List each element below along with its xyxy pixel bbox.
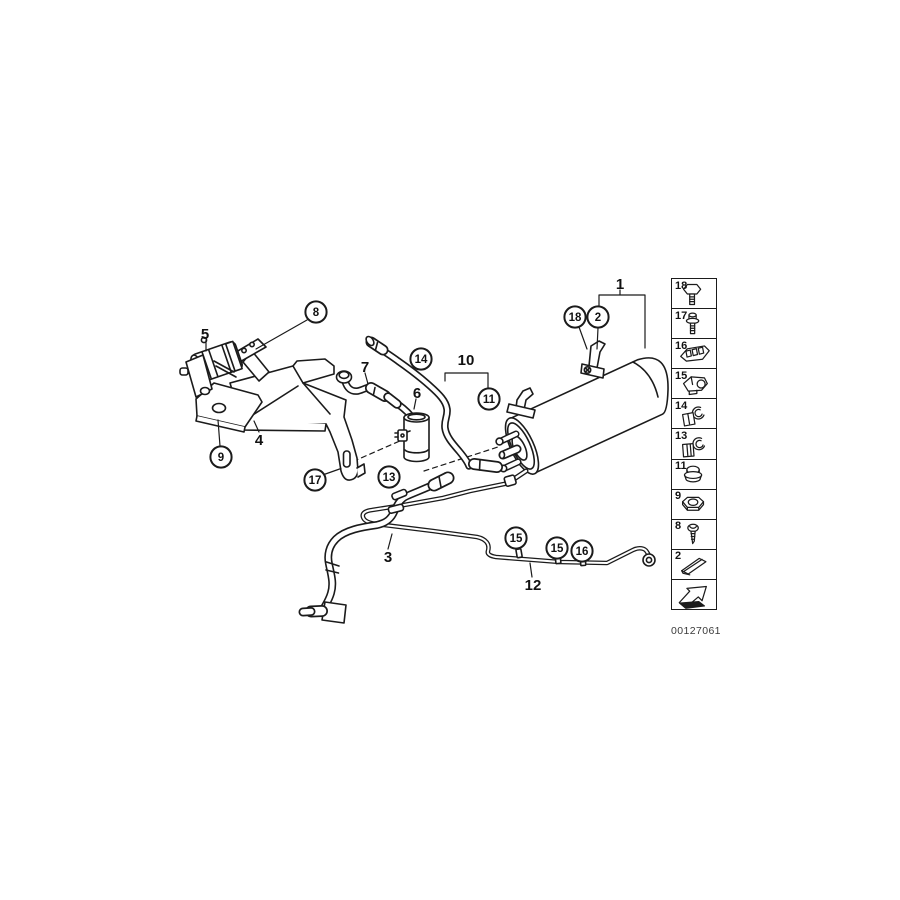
legend-item-11[interactable]: 11 xyxy=(671,458,717,490)
document-number: 00127061 xyxy=(671,625,721,637)
legend-item-number: 8 xyxy=(675,520,682,533)
callout-number: 14 xyxy=(415,354,428,366)
callout-circle[interactable] xyxy=(209,445,233,469)
legend-item-number: 11 xyxy=(675,460,687,473)
legend-item-number: 13 xyxy=(675,429,688,442)
cover-cap-icon xyxy=(675,552,713,579)
legend-item-number: 18 xyxy=(675,279,688,292)
tapping-screw-icon xyxy=(675,522,713,549)
callout-circle[interactable] xyxy=(563,305,587,329)
callout-number: 2 xyxy=(595,312,601,324)
legend-item-number: 14 xyxy=(675,399,688,412)
fuel-filter xyxy=(495,340,669,475)
legend-item-number: 9 xyxy=(675,490,682,503)
canister-6 xyxy=(383,392,430,463)
legend-item-15[interactable]: 15 xyxy=(671,368,717,400)
leader-lines xyxy=(205,289,646,578)
legend-direction-arrow[interactable] xyxy=(671,578,717,611)
legend-item-13[interactable]: 13 xyxy=(671,428,717,460)
callout-number: 17 xyxy=(309,475,322,487)
legend-item-number: 17 xyxy=(675,309,688,322)
callout-8[interactable]: 8 xyxy=(304,300,328,324)
legend-item-number: 15 xyxy=(675,369,688,382)
grommet-plug-icon xyxy=(675,462,713,489)
vent-hose-14 xyxy=(365,335,503,473)
parts-legend: 18 17 16 15 14 13 11 9 8 2 xyxy=(671,278,717,611)
callout-number: 11 xyxy=(483,394,496,406)
fuel-pipe-12 xyxy=(360,468,656,567)
legend-item-2[interactable]: 2 xyxy=(671,548,717,581)
legend-item-number: 16 xyxy=(675,339,688,352)
direction-arrow-icon xyxy=(675,582,713,610)
callout-circle[interactable] xyxy=(504,526,528,550)
legend-item-9[interactable]: 9 xyxy=(671,488,717,521)
callout-circle[interactable] xyxy=(377,465,401,489)
callout-circle[interactable] xyxy=(409,347,433,371)
part-label-1[interactable]: 1 xyxy=(616,276,624,293)
legend-item-18[interactable]: 18 xyxy=(671,278,717,310)
callout-11[interactable]: 11 xyxy=(477,387,501,411)
flange-screw-icon xyxy=(675,311,713,338)
hose-clip-icon xyxy=(675,402,713,429)
callout-15[interactable]: 15 xyxy=(504,526,528,550)
callout-14[interactable]: 14 xyxy=(409,347,433,371)
callout-15[interactable]: 15 xyxy=(545,536,569,560)
line-clamp-icon xyxy=(675,371,713,398)
part-label-7[interactable]: 7 xyxy=(361,359,369,376)
callout-13[interactable]: 13 xyxy=(377,465,401,489)
part-label-10[interactable]: 10 xyxy=(458,352,475,369)
hex-nut-icon xyxy=(675,492,713,519)
vent-hose-7 xyxy=(335,370,391,402)
part-label-6[interactable]: 6 xyxy=(413,385,421,402)
legend-item-number: 2 xyxy=(675,550,682,563)
callout-17[interactable]: 17 xyxy=(303,468,327,492)
hose-clip-alt-icon xyxy=(675,432,713,459)
callout-circle[interactable] xyxy=(304,300,328,324)
legend-item-16[interactable]: 16 xyxy=(671,338,717,370)
callout-circle[interactable] xyxy=(303,468,327,492)
callout-18[interactable]: 18 xyxy=(563,305,587,329)
part-label-3[interactable]: 3 xyxy=(384,549,392,566)
callout-number: 16 xyxy=(576,546,589,558)
line-clip-multi-icon xyxy=(675,341,713,368)
part-label-4[interactable]: 4 xyxy=(255,432,264,449)
callout-number: 15 xyxy=(510,533,523,545)
callout-circle[interactable] xyxy=(545,536,569,560)
legend-item-8[interactable]: 8 xyxy=(671,518,717,551)
part-label-12[interactable]: 12 xyxy=(525,577,542,594)
legend-item-17[interactable]: 17 xyxy=(671,308,717,340)
callout-number: 8 xyxy=(313,307,320,319)
callout-number: 18 xyxy=(569,312,582,324)
callout-circle[interactable] xyxy=(570,539,594,563)
fuel-hose-3 xyxy=(298,471,455,624)
callout-9[interactable]: 9 xyxy=(209,445,233,469)
callout-circle[interactable] xyxy=(477,387,501,411)
callout-circle[interactable] xyxy=(586,305,610,329)
callout-number: 13 xyxy=(383,472,396,484)
callout-2[interactable]: 2 xyxy=(586,305,610,329)
valve-assembly xyxy=(179,336,270,398)
callout-16[interactable]: 16 xyxy=(570,539,594,563)
mounting-bracket xyxy=(195,358,366,481)
callout-number: 15 xyxy=(551,543,564,555)
callout-number: 9 xyxy=(218,452,224,464)
hex-bolt-icon xyxy=(675,281,713,308)
legend-item-14[interactable]: 14 xyxy=(671,398,717,430)
part-label-5[interactable]: 5 xyxy=(201,326,209,343)
